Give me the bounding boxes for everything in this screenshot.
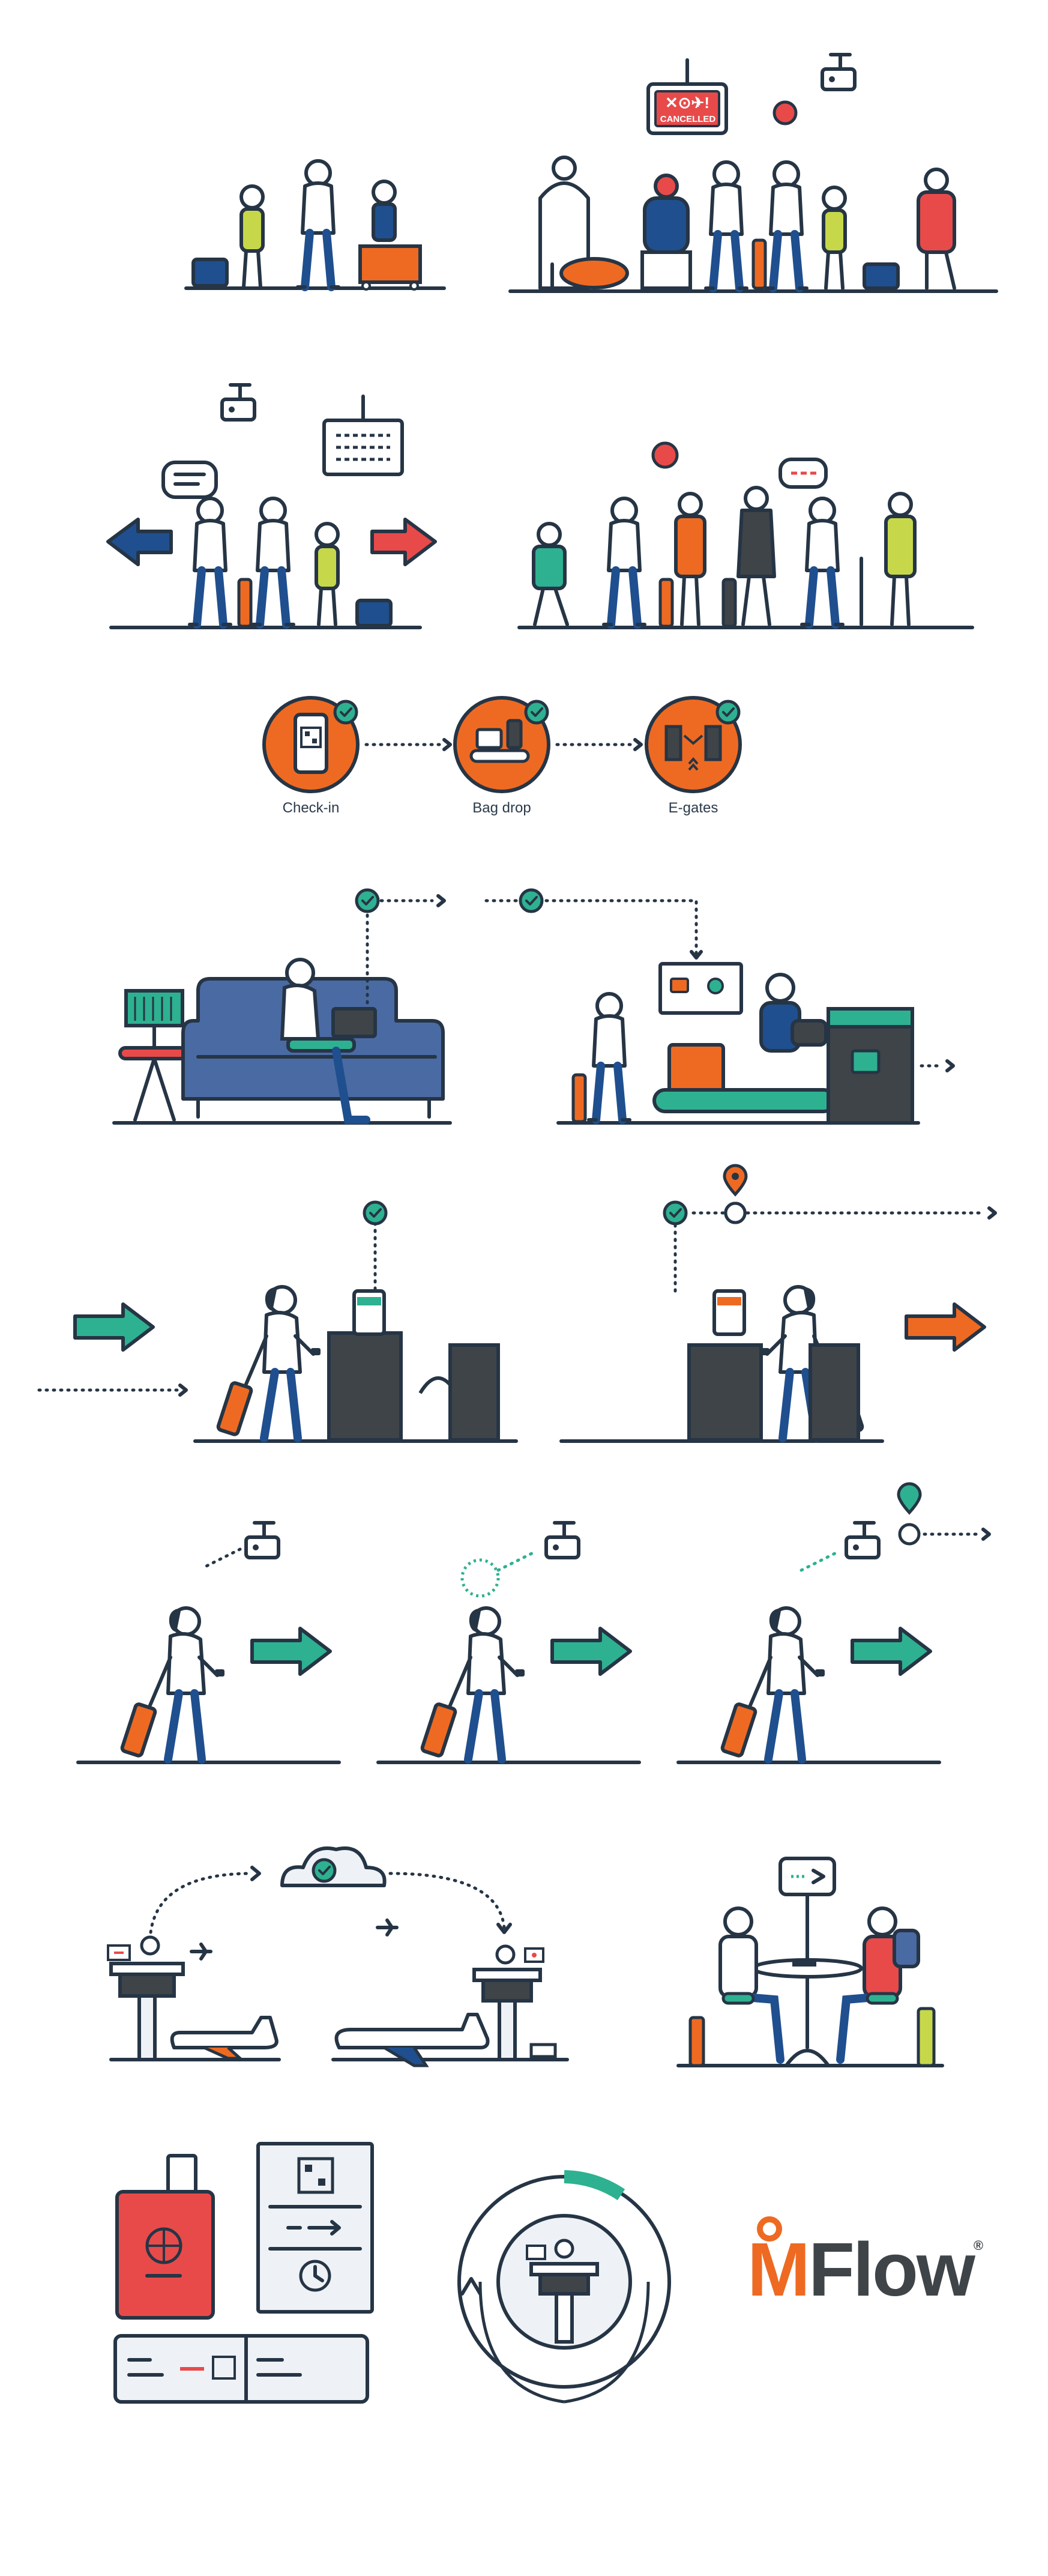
plane-small (170, 2016, 279, 2060)
flight-info-board (322, 395, 404, 476)
arrow-right-orange-icon (905, 1302, 986, 1352)
step-label-bag-drop: Bag drop (472, 800, 531, 816)
scene-face-capture-1 (76, 1523, 341, 1764)
travel-documents (113, 2142, 374, 2404)
security-camera (822, 55, 855, 89)
step-label-e-gates: E-gates (668, 800, 718, 816)
logo-text: MFlow® (747, 2227, 983, 2312)
boarding-pass-icon (256, 2142, 374, 2314)
scene-queue-small (184, 161, 446, 289)
board-icons: ✕⊙✈! (664, 94, 709, 112)
step-bag-drop (453, 696, 550, 793)
control-tower-left (107, 1935, 185, 2061)
departure-board (646, 58, 728, 135)
plane-icon (376, 1918, 399, 1937)
arrow-right-icon (370, 518, 437, 566)
plane-icon (190, 1943, 212, 1961)
plane-large (334, 2013, 490, 2067)
scene-security-queue (517, 441, 974, 629)
passport-icon (115, 2154, 215, 2320)
scene-egate-enter (37, 1202, 518, 1443)
process-steps (262, 696, 742, 793)
location-pin-icon (723, 1164, 748, 1197)
scene-cancelled-crowd (508, 55, 998, 293)
tower-status-ring (457, 2170, 671, 2404)
bag-belt-icon (469, 719, 530, 763)
scene-cafe (676, 1857, 944, 2067)
angry-face-icon (651, 441, 679, 469)
angry-face-icon (772, 100, 798, 125)
logo-registered: ® (973, 2238, 983, 2253)
logo-m: M (747, 2227, 810, 2312)
cloud-icon (280, 1846, 387, 1887)
step-check-in (262, 696, 360, 793)
control-tower-right (472, 1944, 557, 2061)
step-label-check-in: Check-in (282, 800, 340, 816)
step-e-gates (645, 696, 742, 793)
scene-bag-drop-desk (484, 890, 955, 1125)
scene-face-capture-3 (676, 1482, 991, 1764)
board-status: CANCELLED (660, 114, 716, 124)
scene-egate-exit (559, 1164, 997, 1443)
speech-bubble (161, 461, 218, 499)
scene-checkin-at-home (112, 890, 452, 1125)
phone-qr-icon (294, 713, 328, 774)
security-camera (222, 385, 254, 420)
egate-icon (664, 725, 722, 771)
mflow-logo (757, 2216, 782, 2242)
scene-confused-travellers (106, 385, 437, 629)
scene-cloud-towers (107, 1846, 569, 2067)
arrow-left-icon (106, 518, 173, 566)
scene-face-capture-2 (376, 1523, 641, 1764)
speech-bubble (778, 458, 828, 489)
logo-flow: Flow (808, 2227, 975, 2312)
ticket-icon (113, 2334, 369, 2404)
